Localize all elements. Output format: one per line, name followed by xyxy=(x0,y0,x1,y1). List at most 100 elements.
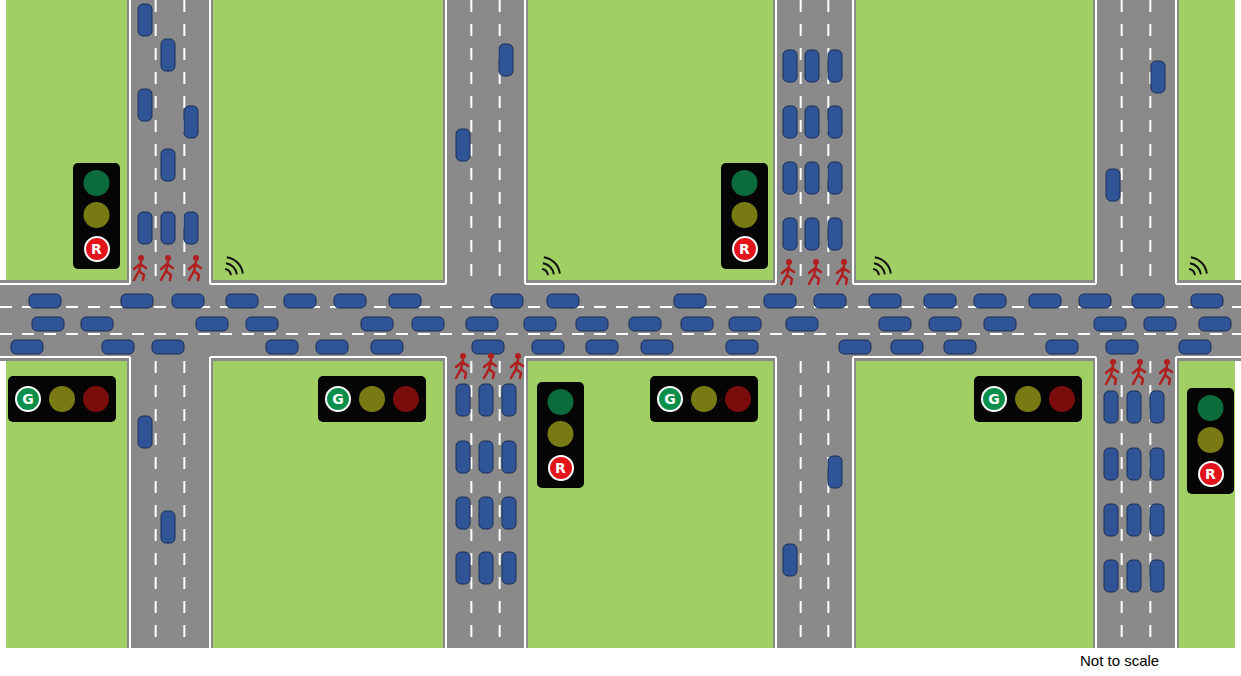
edge-line xyxy=(0,283,130,285)
car xyxy=(412,317,444,331)
car xyxy=(814,294,846,308)
car xyxy=(641,340,673,354)
car xyxy=(121,294,153,308)
edge-line xyxy=(445,0,447,284)
car xyxy=(491,294,523,308)
car xyxy=(102,340,134,354)
traffic-light-housing xyxy=(650,376,758,422)
car xyxy=(161,511,175,543)
car xyxy=(1029,294,1061,308)
lamp xyxy=(1198,395,1224,421)
lamp xyxy=(691,386,717,412)
car xyxy=(1199,317,1231,331)
road xyxy=(1093,0,1179,648)
lamp xyxy=(1198,427,1224,453)
car xyxy=(786,317,818,331)
car xyxy=(466,317,498,331)
signal-letter: G xyxy=(657,386,683,412)
car xyxy=(11,340,43,354)
signal-letter: R xyxy=(1198,461,1224,487)
road-markings xyxy=(0,0,1241,648)
car xyxy=(1104,448,1118,480)
signal-letter: R xyxy=(84,236,110,262)
car xyxy=(1127,448,1141,480)
pedestrian xyxy=(1160,359,1172,384)
pedestrian xyxy=(1106,359,1118,384)
car xyxy=(1127,391,1141,423)
lamp-circle xyxy=(326,387,350,411)
lane-dash xyxy=(155,0,157,280)
car xyxy=(586,340,618,354)
car xyxy=(1132,294,1164,308)
pedestrian xyxy=(161,255,173,280)
car xyxy=(1046,340,1078,354)
lamp-circle xyxy=(733,237,757,261)
edge-line xyxy=(1175,357,1177,648)
car xyxy=(29,294,61,308)
lane-dash xyxy=(1121,0,1123,280)
car xyxy=(1106,169,1120,201)
car xyxy=(502,384,516,416)
car xyxy=(1106,340,1138,354)
traffic-light-housing xyxy=(721,163,768,269)
edge-line xyxy=(210,283,446,285)
lit-signal-lamp: R xyxy=(84,236,110,262)
lane-dash xyxy=(470,0,472,280)
lit-signal-lamp: R xyxy=(548,455,574,481)
car xyxy=(1191,294,1223,308)
edge-line xyxy=(1095,357,1097,648)
car xyxy=(184,106,198,138)
car xyxy=(196,317,228,331)
lamp-circle xyxy=(658,387,682,411)
roads xyxy=(0,0,1241,648)
car xyxy=(1144,317,1176,331)
lit-signal-lamp: R xyxy=(1198,461,1224,487)
wireless-signal xyxy=(873,257,891,275)
lamp-circle xyxy=(1199,462,1223,486)
lamp xyxy=(393,386,419,412)
lamp xyxy=(359,386,385,412)
car xyxy=(1127,560,1141,592)
traffic-light-housing xyxy=(318,376,426,422)
lamp-circle xyxy=(85,237,109,261)
lamp xyxy=(548,421,574,447)
car xyxy=(479,441,493,473)
pedestrian xyxy=(809,259,821,284)
edge-line xyxy=(210,356,446,358)
car xyxy=(316,340,348,354)
car xyxy=(1150,391,1164,423)
car xyxy=(869,294,901,308)
car xyxy=(726,340,758,354)
edge-line xyxy=(524,357,526,648)
car xyxy=(674,294,706,308)
car xyxy=(502,441,516,473)
car xyxy=(138,89,152,121)
car xyxy=(805,106,819,138)
car xyxy=(783,106,797,138)
car xyxy=(152,340,184,354)
car xyxy=(1104,504,1118,536)
lamp-circle xyxy=(982,387,1006,411)
car xyxy=(334,294,366,308)
car xyxy=(891,340,923,354)
lane-dash xyxy=(1149,0,1151,280)
edge-line xyxy=(852,357,854,648)
car xyxy=(172,294,204,308)
lamp-circle xyxy=(549,456,573,480)
road xyxy=(443,0,528,648)
car xyxy=(184,212,198,244)
car xyxy=(1150,504,1164,536)
signal-letter: G xyxy=(15,386,41,412)
car xyxy=(226,294,258,308)
car xyxy=(456,497,470,529)
car xyxy=(1150,560,1164,592)
car xyxy=(839,340,871,354)
lane-dash xyxy=(800,0,802,280)
pedestrian xyxy=(134,255,146,280)
lane-dash xyxy=(183,361,185,648)
traffic-light-housing xyxy=(974,376,1082,422)
car xyxy=(828,50,842,82)
car xyxy=(81,317,113,331)
lamp xyxy=(732,170,758,196)
pedestrian xyxy=(782,259,794,284)
